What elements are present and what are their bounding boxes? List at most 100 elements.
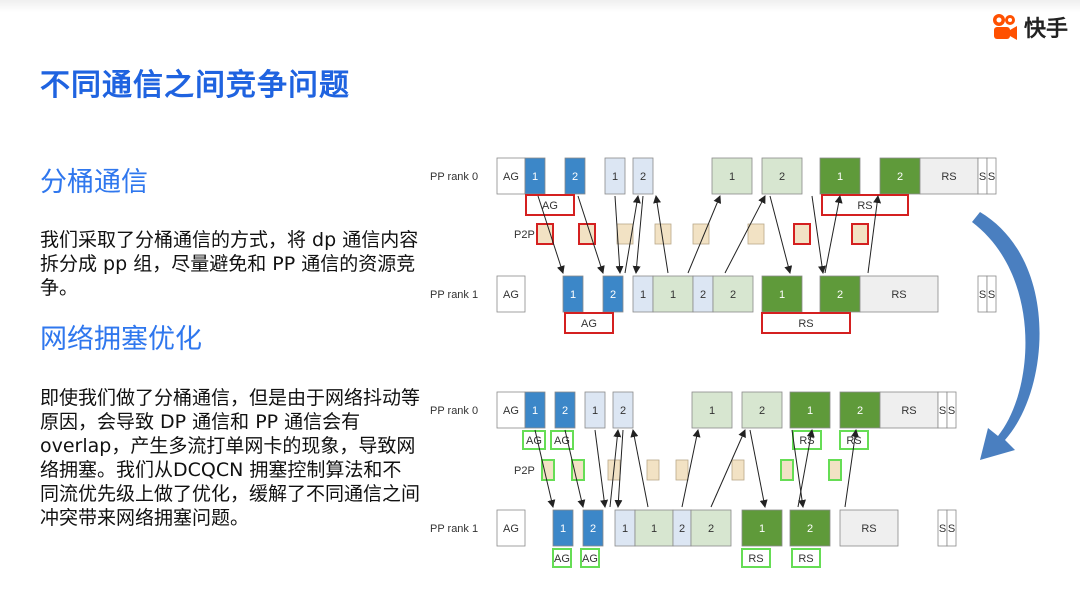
bottom-r1-lblue-2-label: 2	[679, 523, 685, 535]
bottom-r1-lgreen-2	[690, 509, 732, 547]
top-r0-s2-label: S	[988, 171, 995, 183]
top-r0-rs-frame	[821, 194, 909, 216]
bottom-r1-rs-label: RS	[861, 523, 876, 535]
top-r0-lgreen-1	[711, 157, 753, 195]
top-flow-arrow	[687, 195, 722, 274]
section-heading-bucket: 分桶通信	[40, 167, 148, 198]
bottom-r0-lgreen-1	[691, 391, 733, 429]
top-r0-lblue-2-label: 2	[640, 171, 646, 183]
top-r0-green-1-label: 1	[837, 171, 843, 183]
bottom-p2p-box	[828, 459, 842, 481]
top-r1-s2-label: S	[988, 289, 995, 301]
top-rank1-label: PP rank 1	[430, 289, 478, 301]
top-bar	[0, 0, 1080, 12]
top-p2p-box	[851, 223, 869, 245]
bottom-p2p-box	[646, 459, 660, 481]
bottom-flow-arrow	[594, 429, 609, 508]
bottom-r0-ag-frame-2-label: AG	[554, 435, 570, 447]
top-r0-lblue-2	[632, 157, 654, 195]
bottom-flow-arrow	[791, 429, 806, 508]
logo-text: 快手	[1024, 17, 1069, 42]
bottom-flow-arrow	[609, 429, 622, 508]
top-r0-lblue-1-label: 1	[612, 171, 618, 183]
top-r1-lgreen-2	[712, 275, 754, 313]
top-r0-lgreen-2-label: 2	[779, 171, 785, 183]
bottom-r1-s2	[946, 509, 957, 547]
bottom-r0-s2-label: S	[948, 405, 955, 417]
bottom-r0-lgreen-2-label: 2	[759, 405, 765, 417]
bottom-r0-ag-frame-1-label: AG	[526, 435, 542, 447]
bottom-p2p-label: P2P	[514, 465, 535, 477]
bottom-r1-green-2	[789, 509, 831, 547]
top-flow-arrow	[769, 195, 793, 274]
bottom-r1-blue-1	[552, 509, 574, 547]
bottom-r1-s1-label: S	[939, 523, 946, 535]
top-r0-green-2	[879, 157, 921, 195]
top-flow-arrow	[537, 195, 565, 274]
top-r1-ag	[496, 275, 526, 313]
top-r1-rs-frame-label: RS	[798, 318, 813, 330]
top-p2p-box	[793, 223, 811, 245]
bottom-r1-ag-frame-1-label: AG	[554, 553, 570, 565]
bottom-r0-lblue-2-label: 2	[620, 405, 626, 417]
top-r0-lgreen-2	[761, 157, 803, 195]
bottom-r0-blue-1	[524, 391, 546, 429]
top-r1-green-2	[819, 275, 861, 313]
top-flow-arrow	[824, 195, 843, 274]
bottom-flow-arrow	[564, 429, 586, 508]
bottom-r1-ag-label: AG	[503, 523, 519, 535]
page-title: 不同通信之间竞争问题	[40, 68, 350, 103]
top-flow-arrow	[653, 195, 669, 274]
top-r0-ag-frame	[525, 194, 575, 216]
bottom-flow-arrow	[844, 429, 859, 508]
bottom-r0-s2	[946, 391, 957, 429]
bottom-r0-ag-frame-1	[522, 430, 546, 450]
bottom-r1-blue-2-label: 2	[590, 523, 596, 535]
top-flow-arrow	[724, 195, 766, 274]
bottom-r0-lblue-2	[612, 391, 634, 429]
top-r1-s2	[986, 275, 997, 313]
top-r0-rs-label: RS	[941, 171, 956, 183]
bottom-r0-s1-label: S	[939, 405, 946, 417]
bottom-r0-green-1-label: 1	[807, 405, 813, 417]
top-r0-s1-label: S	[979, 171, 986, 183]
top-p2p-label: P2P	[514, 229, 535, 241]
top-r0-lblue-1	[604, 157, 626, 195]
top-r0-rs-frame-label: RS	[857, 200, 872, 212]
top-r1-green-2-label: 2	[837, 289, 843, 301]
top-r1-ag-label: AG	[503, 289, 519, 301]
bottom-r1-rs-frame-1	[741, 548, 771, 568]
top-r1-lgreen-1-label: 1	[670, 289, 676, 301]
top-r0-ag-frame-label: AG	[542, 200, 558, 212]
top-r1-ag-frame-label: AG	[581, 318, 597, 330]
bottom-flow-arrow	[681, 429, 701, 508]
bottom-r0-rs	[879, 391, 939, 429]
bottom-r1-lblue-1-label: 1	[622, 523, 628, 535]
bottom-flow-arrow	[749, 429, 768, 508]
bottom-r1-lgreen-1-label: 1	[651, 523, 657, 535]
top-flow-arrow	[577, 195, 605, 274]
top-r1-blue-1-label: 1	[570, 289, 576, 301]
bottom-r0-green-1	[789, 391, 831, 429]
section-heading-congestion: 网络拥塞优化	[40, 324, 202, 355]
top-flow-arrow	[614, 195, 624, 274]
top-r0-blue-1-label: 1	[532, 171, 538, 183]
bottom-r1-s2-label: S	[948, 523, 955, 535]
bottom-r1-ag-frame-2	[580, 548, 600, 568]
bottom-p2p-box	[731, 459, 745, 481]
bottom-r0-blue-1-label: 1	[532, 405, 538, 417]
bottom-r1-rs-frame-2-label: RS	[798, 553, 813, 565]
top-r0-ag-label: AG	[503, 171, 519, 183]
bottom-r1-rs-frame-2	[791, 548, 821, 568]
top-flow-arrow	[632, 195, 644, 274]
bottom-p2p-box	[675, 459, 689, 481]
top-r0-s2	[986, 157, 997, 195]
top-r1-lgreen-1	[652, 275, 694, 313]
bottom-r0-lgreen-2	[741, 391, 783, 429]
bottom-r0-green-2-label: 2	[857, 405, 863, 417]
top-rank0-label: PP rank 0	[430, 171, 478, 183]
top-r1-lblue-2-label: 2	[700, 289, 706, 301]
bottom-r1-lgreen-2-label: 2	[708, 523, 714, 535]
